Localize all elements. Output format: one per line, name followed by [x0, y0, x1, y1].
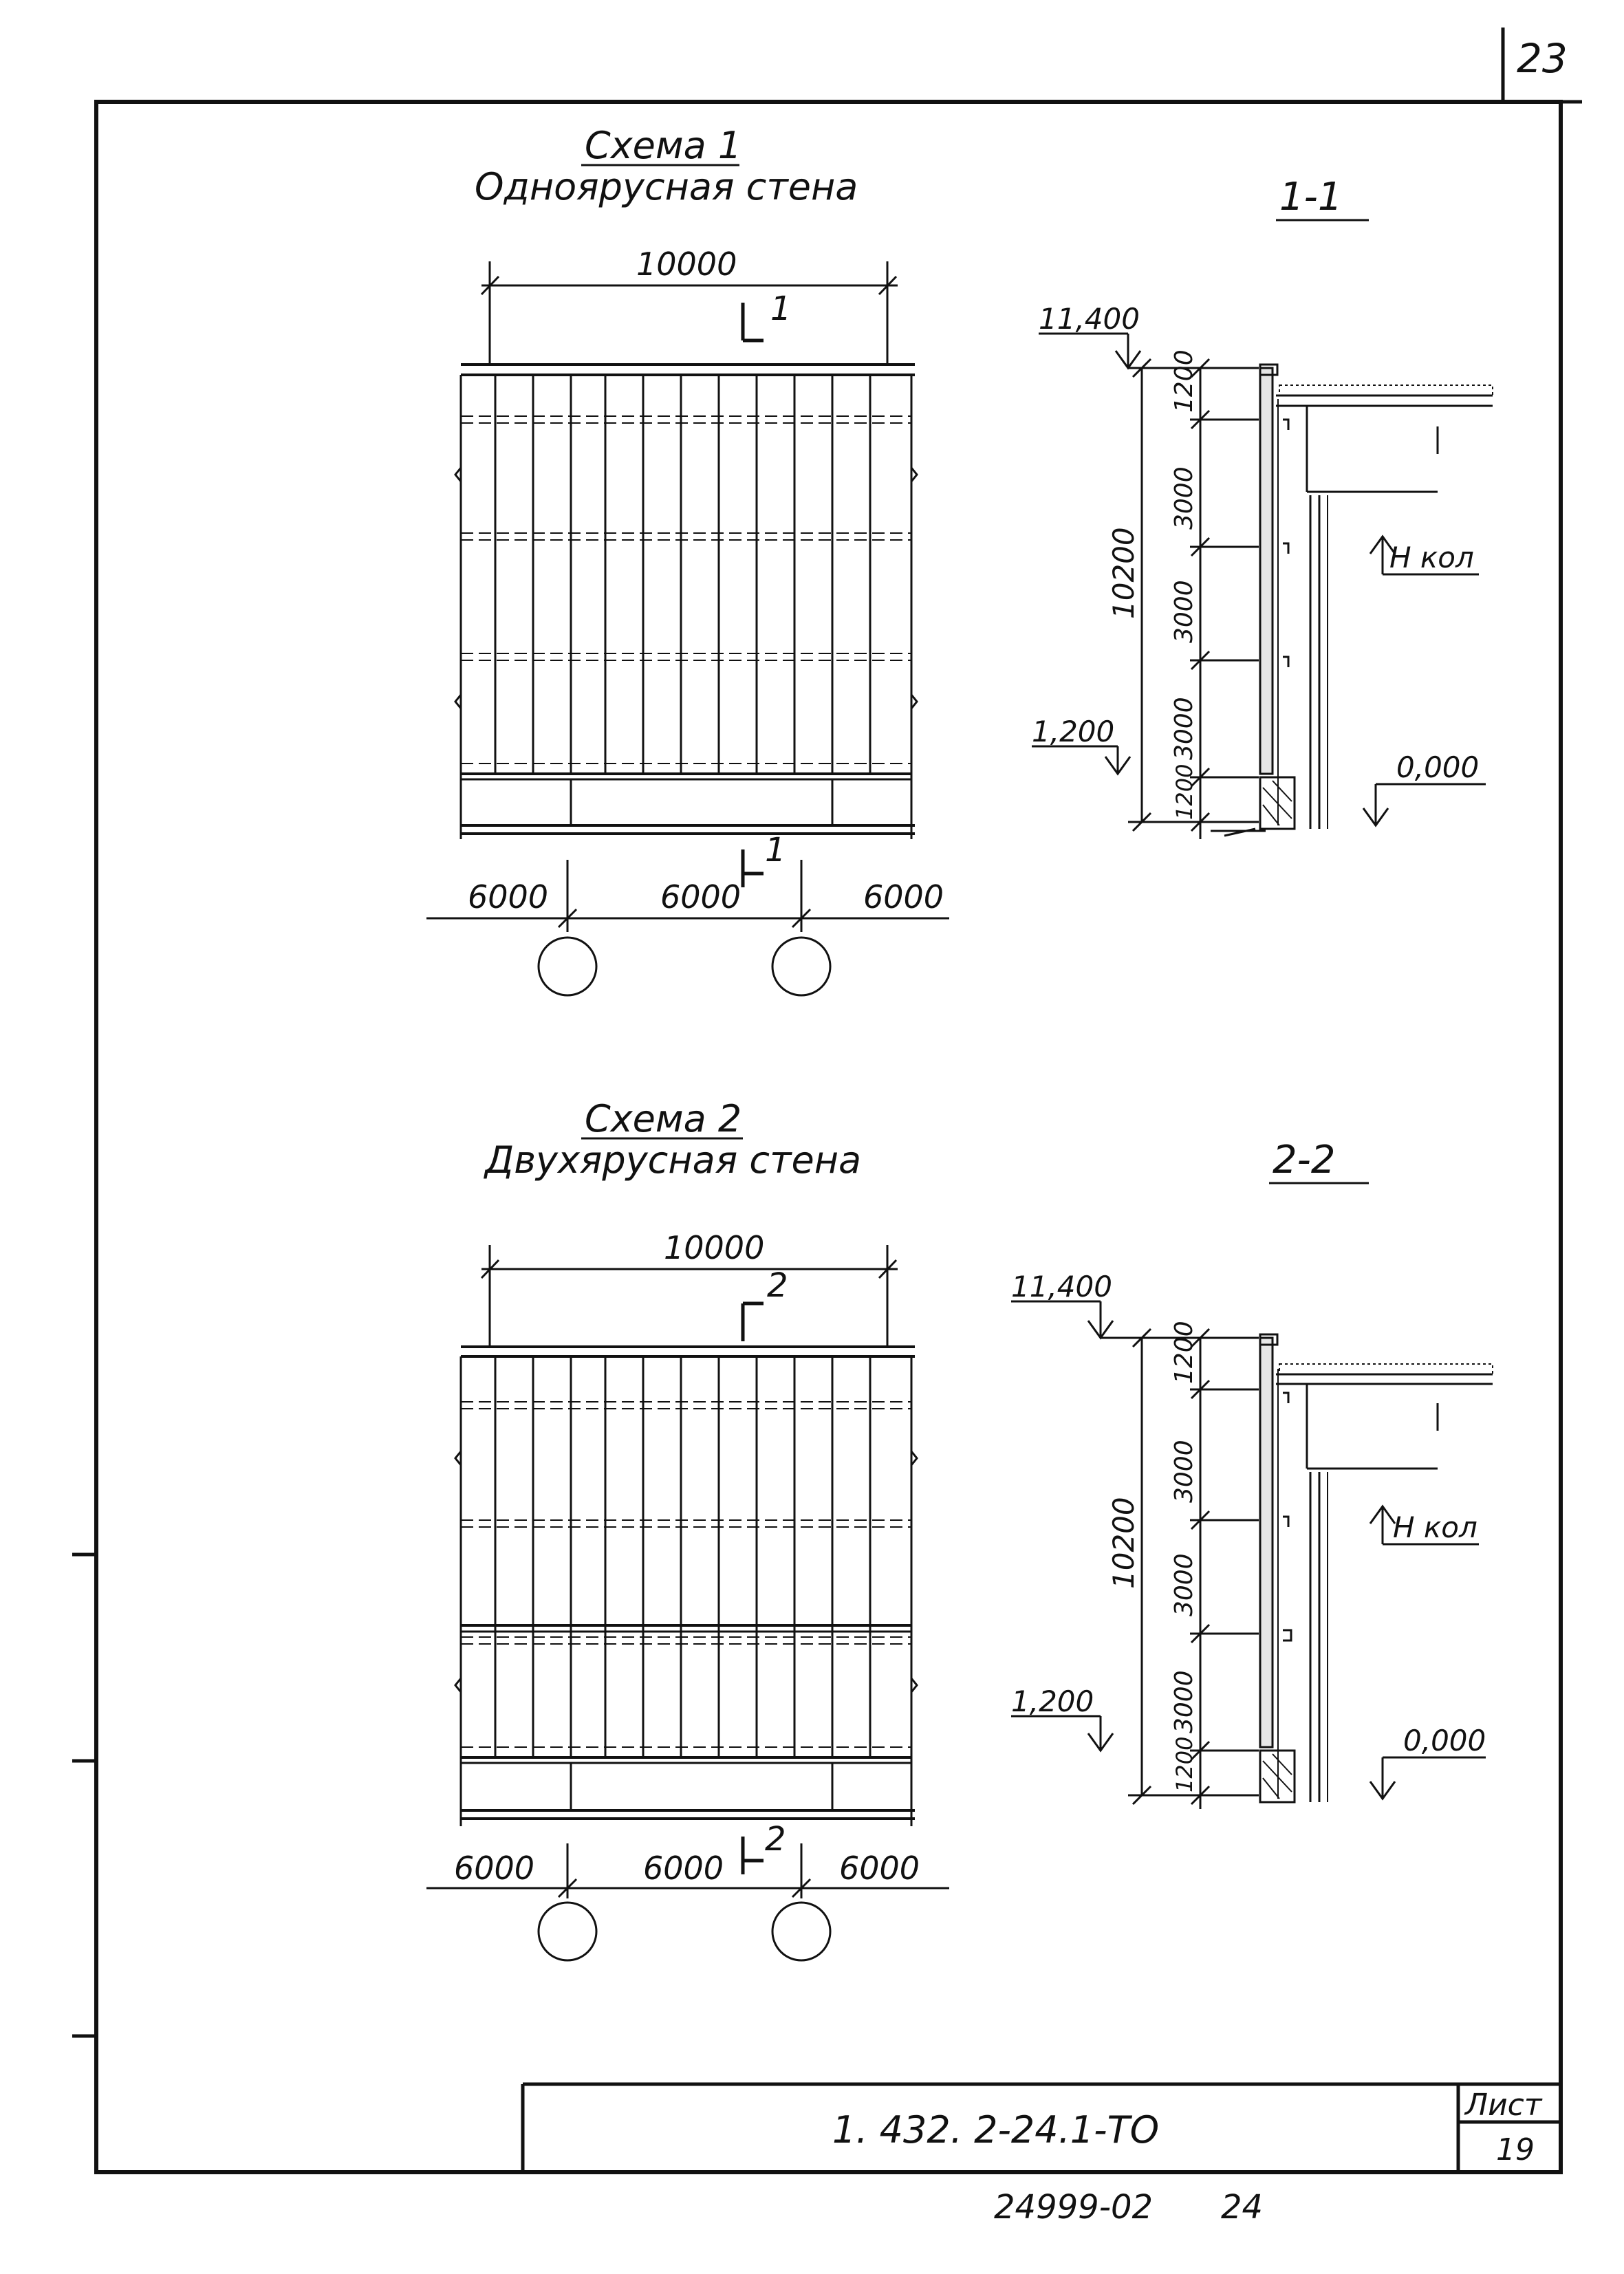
scheme2-cut-mark-bottom	[741, 1837, 764, 1874]
scheme1-span-3: 6000	[863, 878, 944, 916]
sheet-frame	[72, 28, 1582, 2174]
section2-column-label: Н кол	[1393, 1510, 1477, 1544]
scheme1-girts-dashed	[461, 415, 911, 661]
sheet-number: 19	[1496, 2132, 1535, 2167]
scheme1-width-dimension	[480, 261, 898, 365]
scheme2-width-label: 10000	[664, 1229, 764, 1266]
scheme2-wall-elevation	[454, 1345, 918, 1826]
scheme1-panel-joints	[494, 375, 871, 774]
scheme2-axis-marker-2	[771, 1901, 832, 1962]
document-code: 1. 432. 2-24.1-ТО	[832, 2108, 1159, 2152]
archive-page: 24	[1221, 2188, 1263, 2227]
scheme1-subtitle: Одноярусная стена	[475, 165, 858, 208]
section1-top-level: 11,400	[1039, 302, 1140, 336]
scheme2-subtitle: Двухярусная стена	[484, 1138, 861, 1182]
section2-segment-3: 3000	[1170, 1553, 1198, 1616]
scheme2-title: Схема 2	[585, 1097, 741, 1140]
scheme2-span-3: 6000	[839, 1850, 920, 1887]
section2-top-level: 11,400	[1011, 1270, 1112, 1303]
section2-segment-2: 3000	[1170, 1440, 1198, 1503]
section1-segment-5: 1200	[1171, 764, 1198, 820]
section2-total-height: 10200	[1107, 1497, 1140, 1589]
section1-column-label: Н кол	[1389, 541, 1474, 574]
scheme1-grid-line	[426, 860, 949, 932]
section2-segment-5: 1200	[1171, 1737, 1198, 1793]
sheet-label: Лист	[1464, 2088, 1543, 2123]
section2-zero-level: 0,000	[1403, 1724, 1486, 1757]
section1-height-dimensions	[1128, 358, 1259, 839]
scheme2-width-dimension	[480, 1245, 898, 1348]
scheme2-span-1: 6000	[454, 1850, 534, 1887]
section1-segment-1: 1200	[1170, 349, 1198, 413]
section1-title: 1-1	[1279, 175, 1342, 219]
scheme1-cut-mark-top	[741, 303, 764, 343]
section1-bottom-level: 1,200	[1032, 715, 1114, 748]
section1-level-marks	[1032, 332, 1486, 827]
scheme2-cut-mark-top	[741, 1301, 764, 1341]
section2-bottom-level: 1,200	[1011, 1685, 1094, 1718]
scheme2-girts-dashed	[461, 1401, 911, 1748]
archive-number: 24999-02	[994, 2188, 1153, 2227]
section1-segment-2: 3000	[1170, 466, 1198, 530]
section1-total-height: 10200	[1107, 527, 1140, 619]
scheme1-axis-marker-1	[537, 936, 598, 997]
section1-segment-4: 3000	[1170, 697, 1198, 760]
scheme2-panel-joints	[494, 1356, 871, 1757]
scheme1-axis-marker-2	[771, 936, 832, 997]
section1-segment-3: 3000	[1170, 580, 1198, 643]
scheme1-span-2: 6000	[660, 878, 741, 916]
section1-wall-section	[1211, 363, 1493, 837]
scheme1-cut-mark-bottom	[741, 849, 764, 887]
scheme1-title: Схема 1	[585, 124, 741, 167]
section1-zero-level: 0,000	[1396, 750, 1479, 784]
scheme1-cut-label-top: 1	[770, 290, 792, 328]
title-block	[521, 2082, 1561, 2172]
scheme2-cut-label-top: 2	[767, 1266, 788, 1305]
section2-wall-section	[1259, 1333, 1493, 1804]
page-number-top: 23	[1517, 35, 1568, 82]
section2-height-dimensions	[1101, 1328, 1259, 1809]
section2-segment-4: 3000	[1170, 1670, 1198, 1733]
scheme2-span-2: 6000	[643, 1850, 724, 1887]
scheme2-cut-label-bottom: 2	[765, 1820, 786, 1859]
scheme1-width-label: 10000	[636, 246, 737, 283]
section2-title: 2-2	[1273, 1138, 1335, 1182]
scheme1-wall-elevation	[454, 363, 918, 839]
scheme1-cut-label-bottom: 1	[765, 831, 786, 869]
scheme2-grid-line	[426, 1843, 949, 1898]
section2-segment-1: 1200	[1170, 1321, 1198, 1384]
section2-level-marks	[1011, 1300, 1486, 1801]
scheme1-span-1: 6000	[468, 878, 548, 916]
scheme2-axis-marker-1	[537, 1901, 598, 1962]
